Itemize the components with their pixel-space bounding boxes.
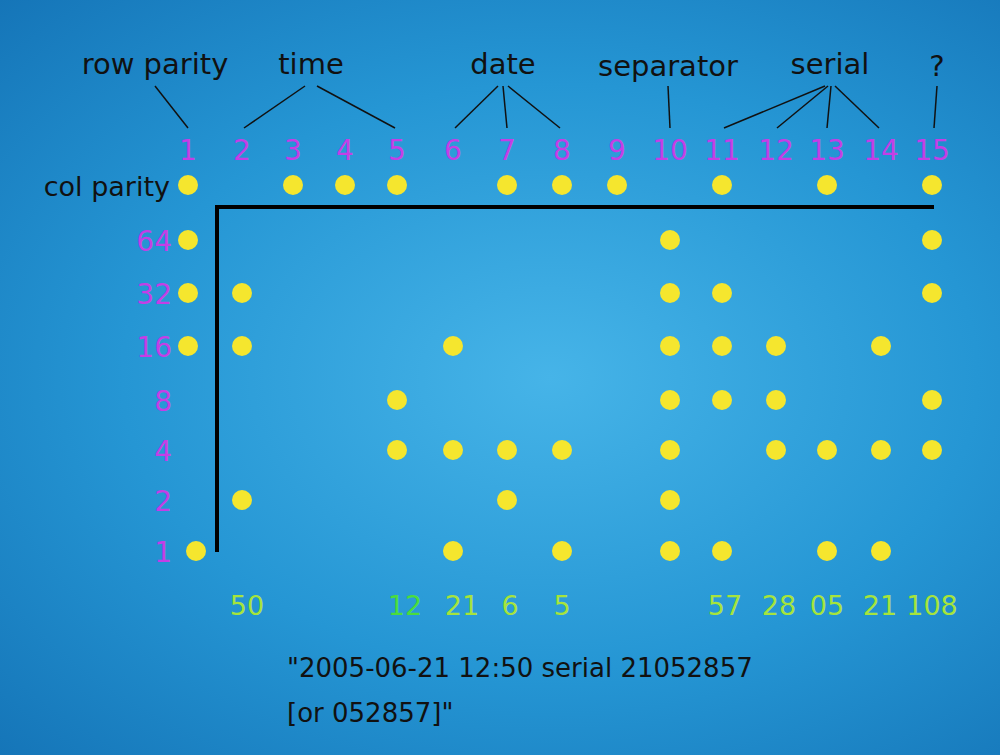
tracking-dot — [443, 541, 463, 561]
column-number: 11 — [704, 137, 740, 165]
caption-line: "2005-06-21 12:50 serial 21052857 — [287, 655, 753, 681]
tracking-dot — [552, 440, 572, 460]
tracking-dot — [178, 336, 198, 356]
column-number: 12 — [758, 137, 794, 165]
column-number: 5 — [388, 137, 406, 165]
tracking-dot — [497, 440, 517, 460]
decoded-value: 28 — [762, 592, 796, 619]
tracking-dot — [660, 541, 680, 561]
field-label: ? — [929, 52, 944, 81]
tracking-dot — [922, 440, 942, 460]
column-number: 2 — [233, 137, 251, 165]
tracking-dot — [178, 283, 198, 303]
tracking-dot — [178, 230, 198, 250]
decoded-value: 6 — [501, 592, 518, 619]
tracking-dot — [186, 541, 206, 561]
column-number: 9 — [608, 137, 626, 165]
tracking-dot — [232, 336, 252, 356]
tracking-dot — [443, 440, 463, 460]
axis-bracket — [217, 207, 934, 552]
tracking-dot — [387, 440, 407, 460]
tracking-dot — [660, 230, 680, 250]
field-label: time — [278, 50, 344, 79]
tracking-dot — [232, 283, 252, 303]
tracking-dot — [660, 440, 680, 460]
tracking-dot — [922, 283, 942, 303]
tracking-dot — [766, 336, 786, 356]
tracking-dot — [335, 175, 355, 195]
field-label: date — [470, 50, 535, 79]
tracking-dot — [387, 175, 407, 195]
column-number: 4 — [336, 137, 354, 165]
column-number: 14 — [863, 137, 899, 165]
tracking-dot — [817, 440, 837, 460]
tracking-dot — [178, 175, 198, 195]
tracking-dot — [552, 541, 572, 561]
column-number: 3 — [284, 137, 302, 165]
tracking-dot — [712, 175, 732, 195]
tracking-dot — [766, 440, 786, 460]
tracking-dot — [497, 175, 517, 195]
column-number: 13 — [809, 137, 845, 165]
tracking-dot — [712, 541, 732, 561]
tracking-dot — [922, 175, 942, 195]
decoded-value: 108 — [906, 592, 958, 619]
column-number: 15 — [914, 137, 950, 165]
tracking-dot — [232, 490, 252, 510]
row-label: col parity — [44, 173, 170, 200]
tracking-dot — [817, 541, 837, 561]
field-label: separator — [598, 52, 738, 81]
leader-lines — [155, 86, 937, 128]
bit-value: 32 — [136, 281, 172, 309]
bit-value: 2 — [154, 488, 172, 516]
caption-line: [or 052857]" — [287, 700, 453, 726]
decoded-value: 05 — [810, 592, 844, 619]
tracking-dot — [607, 175, 627, 195]
bit-value: 16 — [136, 334, 172, 362]
decoded-value: 21 — [445, 592, 479, 619]
field-label: row parity — [82, 50, 229, 79]
tracking-dot — [712, 283, 732, 303]
column-number: 8 — [553, 137, 571, 165]
bit-value: 64 — [136, 228, 172, 256]
tracking-dot — [443, 336, 463, 356]
tracking-dot — [871, 541, 891, 561]
tracking-dot — [922, 390, 942, 410]
tracking-dot — [660, 283, 680, 303]
tracking-dot — [922, 230, 942, 250]
tracking-dot — [552, 175, 572, 195]
tracking-dot — [817, 175, 837, 195]
tracking-dot — [660, 490, 680, 510]
tracking-dot — [712, 390, 732, 410]
decoded-value: 5 — [553, 592, 570, 619]
tracking-dot — [871, 336, 891, 356]
column-number: 6 — [444, 137, 462, 165]
column-number: 7 — [498, 137, 516, 165]
bit-value: 8 — [154, 388, 172, 416]
bit-value: 1 — [154, 539, 172, 567]
tracking-dot — [871, 440, 891, 460]
tracking-dot — [283, 175, 303, 195]
tracking-dot — [387, 390, 407, 410]
field-label: serial — [791, 50, 870, 79]
bit-value: 4 — [154, 438, 172, 466]
decoded-value: 57 — [708, 592, 742, 619]
tracking-dot — [660, 336, 680, 356]
tracking-dot — [766, 390, 786, 410]
yellow-dots — [178, 175, 942, 561]
decoded-value: 50 — [230, 592, 264, 619]
column-number: 1 — [179, 137, 197, 165]
tracking-dot — [712, 336, 732, 356]
tracking-dot — [660, 390, 680, 410]
column-number: 10 — [652, 137, 688, 165]
decoded-value: 21 — [863, 592, 897, 619]
tracking-dot — [497, 490, 517, 510]
decoded-value: 12 — [388, 592, 422, 619]
